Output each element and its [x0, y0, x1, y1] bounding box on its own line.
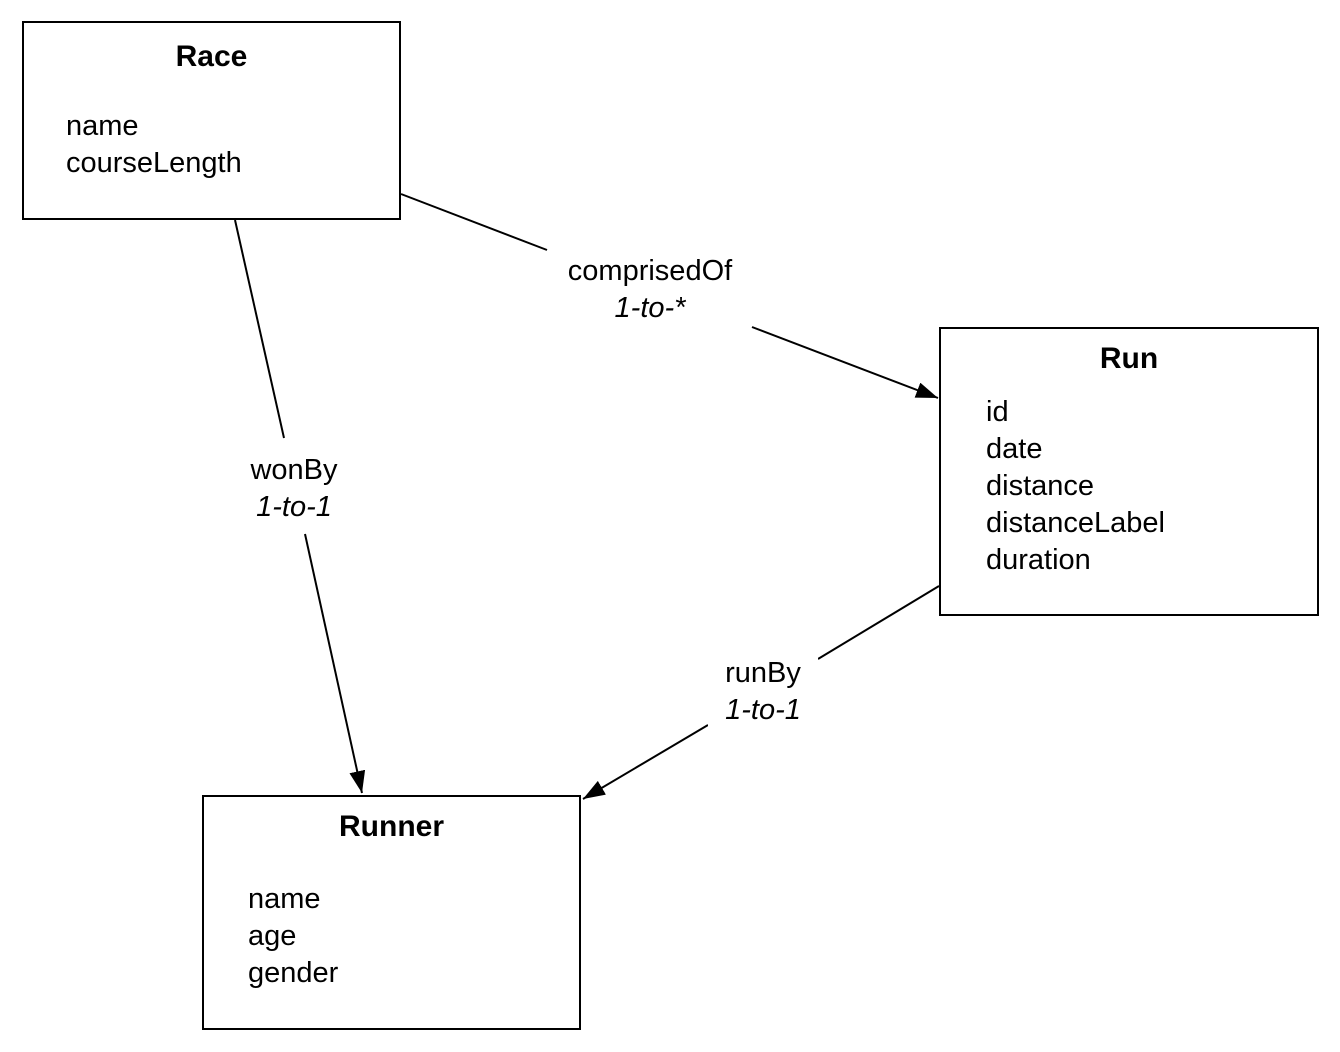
attribute-name: name: [66, 110, 139, 142]
wonby-line-lower-arrow: [304, 533, 366, 794]
entity-run-box: Run id date distance distanceLabel durat…: [939, 327, 1319, 616]
entity-run-title: Run: [1099, 342, 1159, 375]
attribute-age: age: [248, 920, 297, 952]
relationship-cardinality: 1-to-1: [725, 694, 801, 726]
relationship-name: comprisedOf: [567, 255, 733, 287]
comprisedof-line-lower-arrow: [751, 326, 939, 399]
attribute-id: id: [986, 396, 1009, 428]
relationship-cardinality: 1-to-*: [614, 292, 686, 324]
attribute-date: date: [986, 433, 1043, 465]
relationship-runby-label: runBy 1-to-1: [708, 655, 818, 729]
relationship-name: runBy: [725, 657, 801, 689]
relationship-cardinality: 1-to-1: [256, 491, 332, 523]
runby-line-lower-arrow: [582, 724, 709, 800]
entity-runner-attributes: name age gender: [248, 881, 338, 992]
attribute-duration: duration: [986, 544, 1091, 576]
entity-run-attributes: id date distance distanceLabel duration: [986, 394, 1165, 579]
attribute-gender: gender: [248, 957, 339, 989]
comprisedof-line-upper: [400, 193, 548, 251]
relationship-comprisedof-label: comprisedOf 1-to-*: [548, 253, 752, 327]
entity-runner-box: Runner name age gender: [202, 795, 581, 1030]
relationship-name: wonBy: [250, 454, 338, 486]
entity-race-attributes: name courseLength: [66, 108, 242, 182]
attribute-distance: distance: [986, 470, 1095, 502]
attribute-distance-label: distanceLabel: [986, 507, 1165, 539]
attribute-course-length: courseLength: [66, 147, 242, 179]
runby-line-upper: [817, 585, 940, 660]
entity-runner-title: Runner: [339, 810, 444, 843]
entity-race-title: Race: [175, 40, 248, 73]
wonby-line-upper: [234, 219, 285, 439]
attribute-name: name: [248, 883, 321, 915]
relationship-wonby-label: wonBy 1-to-1: [236, 452, 352, 526]
entity-race-box: Race name courseLength: [22, 21, 401, 220]
